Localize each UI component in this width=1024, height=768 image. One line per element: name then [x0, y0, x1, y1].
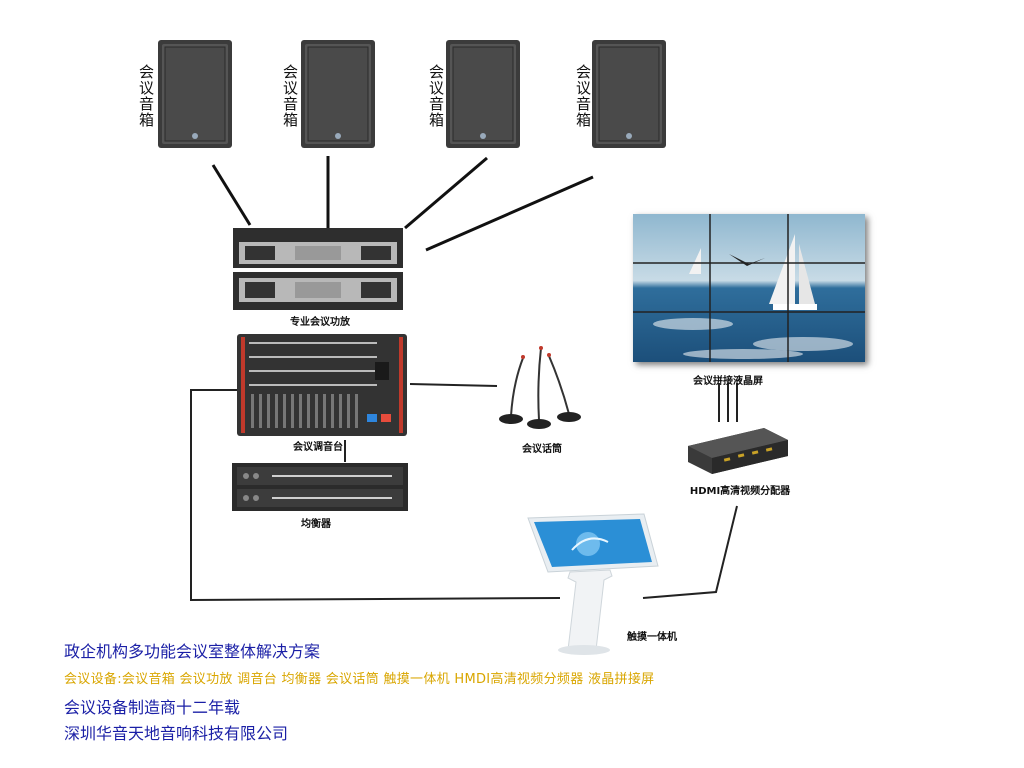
speaker-icon: [301, 40, 375, 148]
maker-tagline: 会议设备制造商十二年载: [64, 698, 241, 717]
speaker-icon: [158, 40, 232, 148]
hdmi-splitter-label: HDMI高清视频分配器: [689, 486, 791, 497]
speaker-2: [301, 40, 375, 148]
speaker-label: 会议音箱: [574, 64, 592, 128]
mixer-icon: [237, 334, 407, 436]
speaker-label: 会议音箱: [137, 64, 155, 128]
amplifier: [233, 228, 403, 310]
video-wall-screen: [633, 214, 865, 362]
speaker-icon: [592, 40, 666, 148]
microphones: [493, 344, 588, 430]
equalizer-icon: [232, 463, 408, 511]
microphone-label: 会议话筒: [522, 444, 562, 455]
microphone-icon: [499, 346, 581, 429]
equipment-list: 会议设备:会议音箱 会议功放 调音台 均衡器 会议话筒 触摸一体机 HMDI高清…: [64, 672, 655, 687]
speaker-3: [446, 40, 520, 148]
company-name: 深圳华音天地音响科技有限公司: [64, 724, 289, 743]
hdmi-splitter: [684, 424, 792, 476]
video-wall-label: 会议拼接液晶屏: [693, 376, 763, 387]
mixer: [237, 334, 407, 436]
touch-kiosk: [526, 512, 660, 656]
hdmi-splitter-icon: [688, 428, 788, 474]
equalizer: [232, 463, 408, 511]
speaker-label: 会议音箱: [281, 64, 299, 128]
mixer-label: 会议调音台: [293, 442, 343, 453]
touch-kiosk-icon: [527, 513, 659, 655]
speaker-1: [158, 40, 232, 148]
amplifier-label: 专业会议功放: [290, 317, 350, 328]
touch-kiosk-label: 触摸一体机: [627, 632, 677, 643]
equalizer-label: 均衡器: [301, 519, 331, 530]
speaker-label: 会议音箱: [427, 64, 445, 128]
speaker-icon: [446, 40, 520, 148]
speaker-4: [592, 40, 666, 148]
video-wall: [633, 214, 865, 362]
amplifier-icon: [233, 228, 403, 310]
solution-title: 政企机构多功能会议室整体解决方案: [64, 642, 321, 661]
